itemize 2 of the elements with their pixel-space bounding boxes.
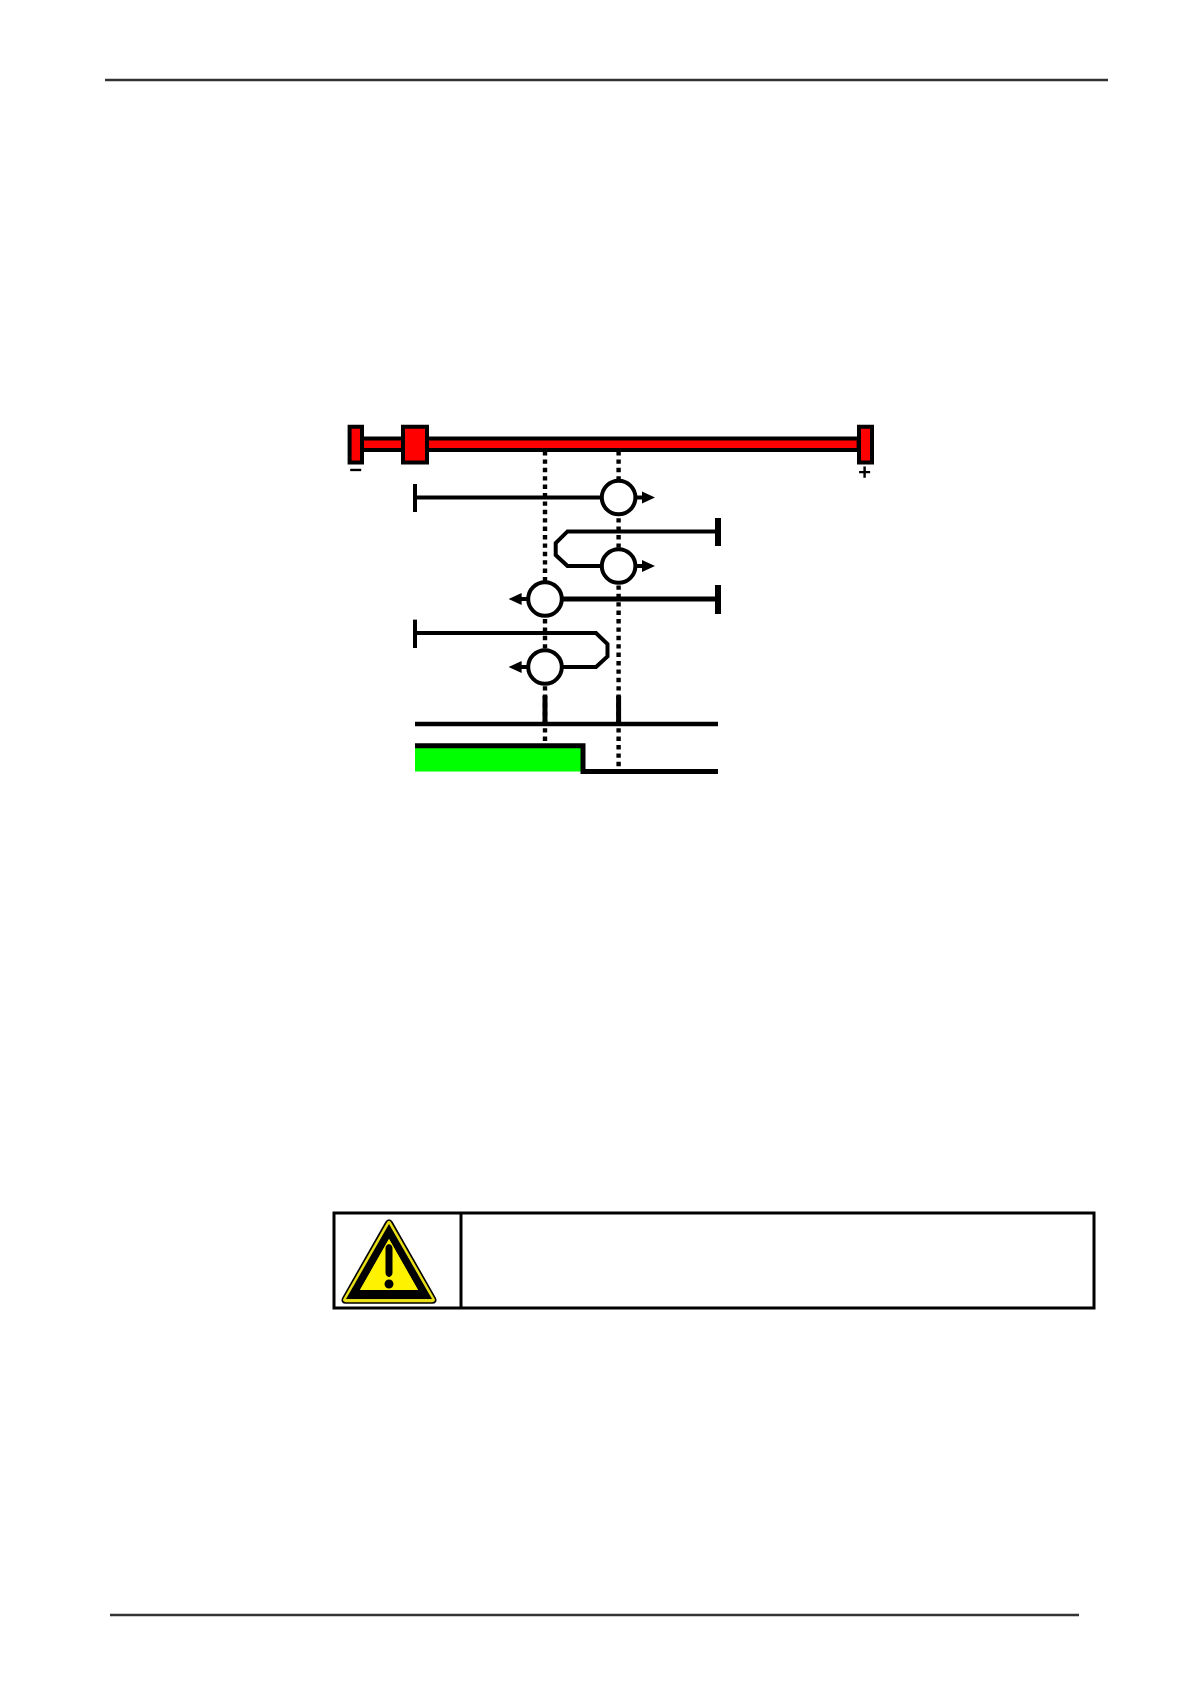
sign-label: − xyxy=(350,468,362,472)
sign-label: + xyxy=(859,466,871,478)
